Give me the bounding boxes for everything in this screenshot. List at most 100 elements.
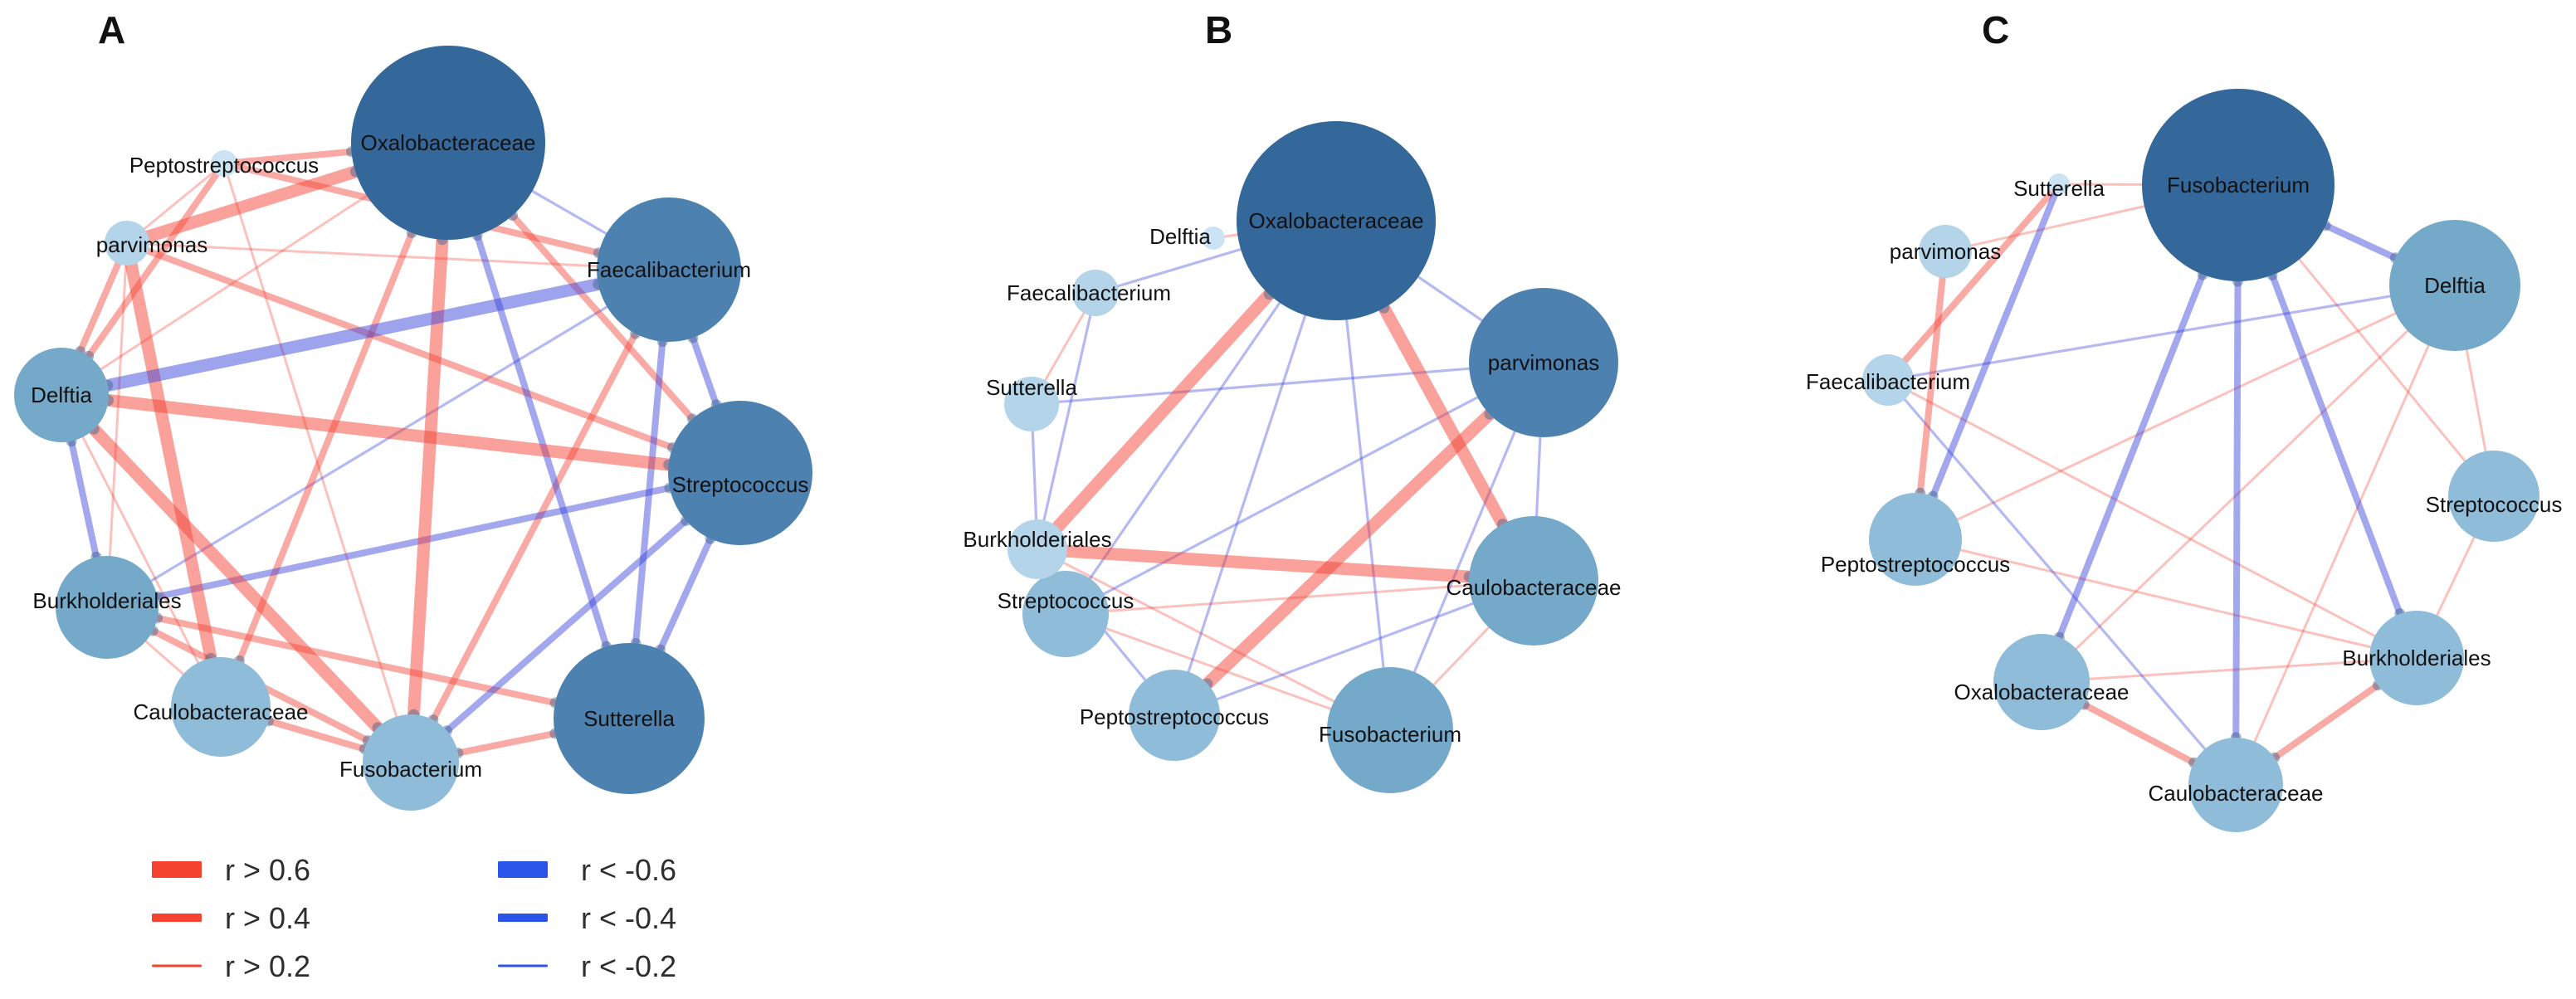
node-label-oxa-B: Oxalobacteraceae [1248, 208, 1423, 233]
panel-letter-A: A [98, 8, 125, 51]
edge-sut-par-B [1031, 361, 1544, 406]
edge-oxa-sut-A [445, 141, 632, 720]
node-label-par-C: parvimonas [1890, 239, 2001, 264]
node-label-fae-B: Faecalibacterium [1007, 280, 1171, 305]
network-node-par-B [1469, 288, 1618, 437]
node-label-bur-A: Burkholderiales [32, 588, 181, 613]
network-node-sut-A [554, 643, 705, 794]
network-node-fae-B [1072, 270, 1119, 316]
edge-fae-fus-A [407, 268, 672, 764]
edge-del-fus-A [56, 390, 416, 768]
edge-del-fae-A [60, 263, 671, 402]
legend-label-positive-0: r > 0.6 [225, 853, 310, 887]
node-label-sut-B: Sutterella [986, 375, 1077, 400]
network-node-cau-A [171, 657, 271, 757]
network-node-sut-C [2048, 173, 2070, 195]
network-node-fae-C [1862, 354, 1914, 406]
edge-bur-fus-B [1037, 548, 1391, 732]
network-node-bur-C [2369, 611, 2464, 705]
node-label-par-B: parvimonas [1488, 350, 1599, 375]
edge-fae-bur-B [1036, 292, 1097, 550]
network-node-oxa-A [351, 46, 545, 240]
node-label-fus-A: Fusobacterium [339, 757, 482, 782]
edge-par-bur-A [105, 242, 129, 608]
panel-A: OxalobacteraceaePeptostreptococcusparvim… [14, 8, 812, 811]
node-label-sut-C: Sutterella [2013, 176, 2105, 201]
edge-fae-bur-C [1887, 378, 2417, 660]
node-label-par-A: parvimonas [96, 232, 207, 257]
edge-par-str-B [1065, 361, 1544, 616]
node-label-fus-B: Fusobacterium [1319, 722, 1461, 747]
node-label-str-A: Streptococcus [672, 472, 809, 497]
panel-C: FusobacteriumDelftiaStreptococcusBurkhol… [1806, 8, 2562, 832]
network-node-str-C [2448, 451, 2539, 542]
edge-sut-fae-C [1885, 182, 2062, 383]
node-label-cau-A: Caulobacteraceae [133, 699, 308, 724]
node-label-sut-A: Sutterella [583, 706, 675, 731]
edge-fus-cau-C [2232, 184, 2242, 786]
node-label-bur-C: Burkholderiales [2342, 646, 2491, 670]
network-node-bur-B [1007, 519, 1067, 579]
network-node-fae-A [597, 197, 741, 342]
network-node-str-B [1022, 571, 1109, 657]
network-node-cau-B [1469, 516, 1598, 646]
edge-fae-del-C [1887, 284, 2456, 382]
panel-B: Oxalobacteraceae parvimonasCaulobacterace… [963, 8, 1622, 793]
legend-label-positive-1: r > 0.4 [225, 901, 310, 935]
legend: r > 0.6r > 0.4r > 0.2r < -0.6r < -0.4r <… [152, 853, 676, 983]
edge-oxa-fus-A [404, 142, 455, 763]
node-label-str-B: Streptococcus [998, 588, 1134, 613]
network-node-sut-B [1004, 377, 1059, 431]
network-node-oxa-C [1993, 634, 2090, 730]
network-node-pep-A [211, 150, 237, 177]
node-label-fae-A: Faecalibacterium [587, 257, 751, 282]
edge-bur-sut-A [106, 604, 630, 722]
node-label-del-A: Delftia [31, 383, 92, 407]
legend-swatch-negative-0 [498, 861, 548, 878]
edge-fae-cau-C [1886, 378, 2237, 787]
legend-label-positive-2: r > 0.2 [225, 949, 310, 983]
network-node-par-C [1919, 225, 1972, 278]
network-node-pep-C [1869, 493, 1962, 586]
edge-sut-pep-C [1912, 183, 2062, 541]
legend-label-negative-1: r < -0.4 [581, 901, 676, 935]
edge-fus-str-A [408, 470, 743, 766]
network-node-fus-B [1327, 667, 1453, 793]
edge-del-oxa-C [2040, 284, 2456, 684]
node-label-oxa-A: Oxalobacteraceae [360, 130, 535, 155]
node-label-del-B: Delftia [1149, 224, 1211, 249]
edge-bur-cau-B [1037, 543, 1534, 587]
node-label-str-C: Streptococcus [2426, 492, 2563, 517]
network-node-del-A [14, 348, 109, 442]
network-node-oxa-B [1237, 121, 1436, 320]
edge-del-pep-C [1915, 284, 2456, 541]
node-label-del-C: Delftia [2424, 273, 2486, 298]
node-label-bur-B: Burkholderiales [963, 527, 1111, 552]
edge-par-fae-A [126, 241, 670, 271]
edge-del-cau-A [60, 394, 222, 708]
node-label-cau-C: Caulobacteraceae [2148, 781, 2323, 806]
legend-swatch-negative-2 [498, 964, 548, 967]
network-node-bur-A [56, 556, 159, 659]
network-node-del-B [1202, 227, 1225, 250]
panel-letter-B: B [1205, 8, 1232, 51]
node-label-pep-C: Peptostreptococcus [1821, 552, 2010, 577]
edge-oxa-bur-C [2041, 656, 2417, 684]
edge-par-pep-B [1169, 358, 1549, 720]
legend-swatch-positive-2 [152, 964, 202, 967]
legend-swatch-positive-0 [152, 861, 202, 878]
network-node-par-A [105, 221, 149, 266]
network-node-fus-C [2142, 89, 2334, 281]
network-node-cau-C [2188, 738, 2283, 832]
network-node-fus-A [363, 714, 459, 811]
network-node-pep-B [1129, 670, 1220, 761]
panel-letter-C: C [1982, 8, 2009, 51]
node-label-cau-B: Caulobacteraceae [1446, 575, 1621, 600]
edge-pep-bur-C [1915, 538, 2417, 660]
edge-pep-fus-A [222, 163, 412, 763]
node-label-oxa-C: Oxalobacteraceae [1954, 680, 2129, 704]
edge-par-pep-C [1912, 251, 1949, 540]
legend-swatch-positive-1 [152, 914, 202, 922]
